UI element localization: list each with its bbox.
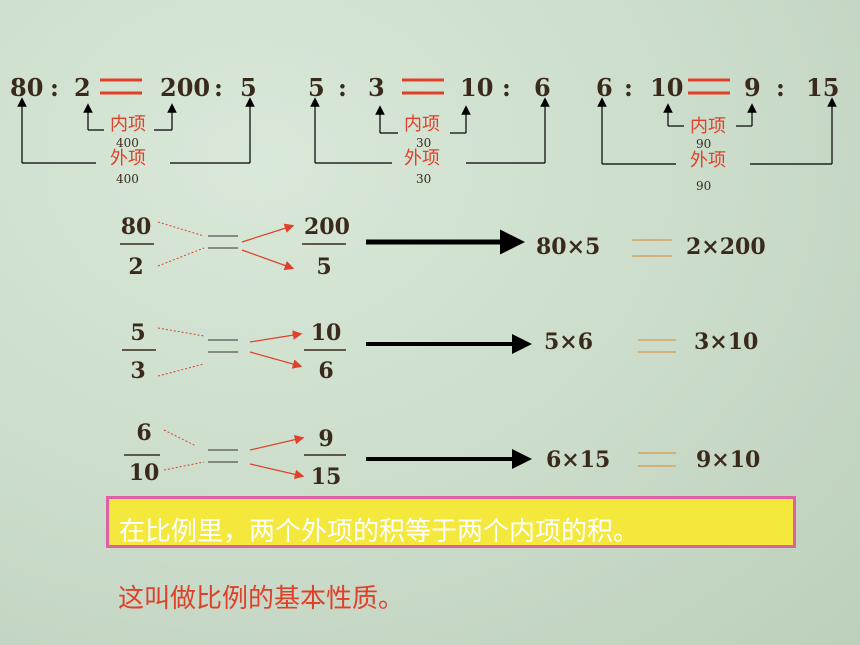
prop3-inner-value: 90 xyxy=(696,137,712,151)
frac1-right-den: 5 xyxy=(316,254,332,280)
prop3-colon1: : xyxy=(624,73,633,102)
product2-right: 3×10 xyxy=(694,329,759,355)
prop2-inner-label: 内项 xyxy=(404,114,440,135)
product3-left: 6×15 xyxy=(546,447,611,473)
product2-left: 5×6 xyxy=(544,329,594,355)
prop1-b: 2 xyxy=(74,73,91,102)
frac3-left-den: 10 xyxy=(128,460,160,486)
prop3-c: 9 xyxy=(744,73,761,102)
prop3-outer-label: 外项 xyxy=(690,150,726,171)
prop3-d: 15 xyxy=(806,73,840,102)
rule-text: 在比例里，两个外项的积等于两个内项的积。 xyxy=(119,517,640,547)
prop2-c: 10 xyxy=(460,73,494,102)
frac3-left-num: 6 xyxy=(136,420,152,446)
prop1-inner-label: 内项 xyxy=(110,114,146,135)
rule-box: 在比例里，两个外项的积等于两个内项的积。 xyxy=(106,496,796,548)
prop2-a: 5 xyxy=(308,73,325,102)
prop3-outer-value: 90 xyxy=(696,179,712,193)
equals-sign-1 xyxy=(100,78,142,95)
prop3-inner-label: 内项 xyxy=(690,116,726,137)
prop3-colon2: : xyxy=(776,73,785,102)
frac2-right-den: 6 xyxy=(318,358,334,384)
prop1-inner-value: 400 xyxy=(116,136,139,150)
product3-right: 9×10 xyxy=(696,447,761,473)
equals-sign-2 xyxy=(402,78,444,95)
prop2-outer-value: 30 xyxy=(416,172,432,186)
prop2-inner-value: 30 xyxy=(416,136,432,150)
prop1-d: 5 xyxy=(240,73,257,102)
frac1-right-num: 200 xyxy=(304,214,350,240)
equals-sign-3 xyxy=(688,78,730,95)
frac2-left-den: 3 xyxy=(130,358,146,384)
frac3-right-num: 9 xyxy=(318,426,334,452)
prop2-colon1: : xyxy=(338,73,347,102)
frac1-left-num: 80 xyxy=(120,214,152,240)
product1-left: 80×5 xyxy=(536,234,601,260)
frac2-right-num: 10 xyxy=(310,320,342,346)
frac3-right-den: 15 xyxy=(310,464,342,490)
prop1-c: 200 xyxy=(160,73,211,102)
prop3-b: 10 xyxy=(650,73,684,102)
prop1-outer-value: 400 xyxy=(116,172,139,186)
prop2-colon2: : xyxy=(502,73,511,102)
prop2-outer-label: 外项 xyxy=(404,148,440,169)
prop3-a: 6 xyxy=(596,73,613,102)
prop1-colon2: : xyxy=(214,73,223,102)
prop1-a: 80 xyxy=(10,73,44,102)
prop2-d: 6 xyxy=(534,73,551,102)
frac2-left-num: 5 xyxy=(130,320,146,346)
frac1-left-den: 2 xyxy=(128,254,144,280)
prop1-colon1: : xyxy=(50,73,59,102)
prop2-b: 3 xyxy=(368,73,385,102)
product1-right: 2×200 xyxy=(686,234,766,260)
footer-text: 这叫做比例的基本性质。 xyxy=(118,584,405,614)
prop1-outer-label: 外项 xyxy=(110,148,146,169)
